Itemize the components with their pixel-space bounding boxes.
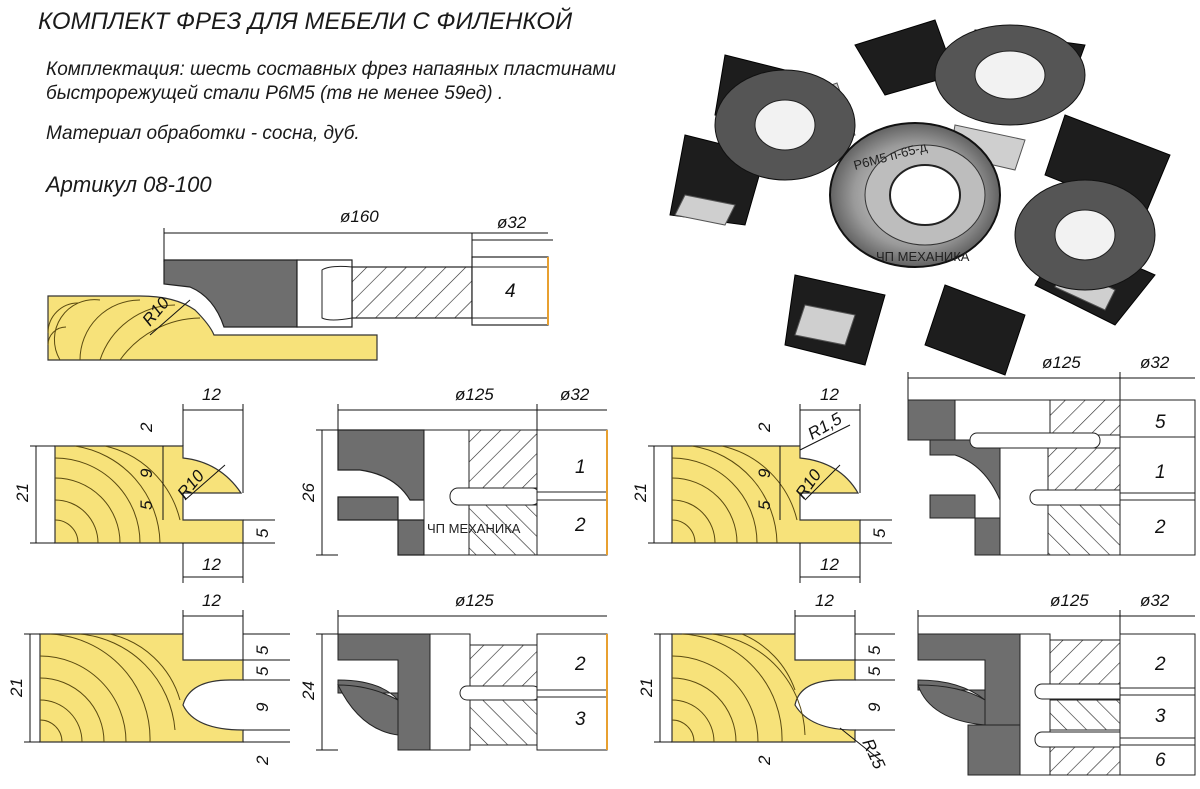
view-a-height: 21 <box>13 483 32 503</box>
view-e-height: 21 <box>7 678 26 698</box>
view-g-radius: R15 <box>858 736 889 773</box>
view-c-bottom-depth: 12 <box>820 555 839 574</box>
view-b-watermark: ЧП МЕХАНИКА <box>427 521 521 536</box>
view-g-h5a: 5 <box>865 645 884 655</box>
view-e-h5b: 5 <box>253 666 272 676</box>
view-f-height: 24 <box>299 681 318 701</box>
top-bore-label: ø32 <box>497 213 527 232</box>
view-e-bottom: 2 <box>253 755 272 766</box>
view-f-cutter-2: 2 <box>574 654 586 675</box>
profile-view-g: 21 12 5 5 9 2 R15 <box>637 591 895 772</box>
view-c-h5: 5 <box>755 500 774 510</box>
view-a-bottom: 5 <box>253 528 272 538</box>
profile-view-a: 21 12 2 9 5 R10 5 12 <box>13 385 275 583</box>
view-g-bottom: 2 <box>755 755 774 766</box>
view-d-cutter-5: 5 <box>1155 412 1166 433</box>
page-title: КОМПЛЕКТ ФРЕЗ ДЛЯ МЕБЕЛИ С ФИЛЕНКОЙ <box>38 8 573 35</box>
view-g-height: 21 <box>637 678 656 698</box>
view-d-diameter: ø125 <box>1042 353 1081 372</box>
view-b-height: 26 <box>299 483 318 503</box>
view-d-cutter-1: 1 <box>1155 462 1166 483</box>
view-d-cutter-2: 2 <box>1154 517 1166 538</box>
view-f-cutter-3: 3 <box>575 709 586 730</box>
material-text: Материал обработки - сосна, дуб. <box>46 123 360 144</box>
view-a-top-step: 2 <box>137 422 156 433</box>
view-c-depth: 12 <box>820 385 839 404</box>
view-c-top-step: 2 <box>755 422 774 433</box>
view-c-radius-1: R1,5 <box>805 409 846 444</box>
view-b-cutter-1: 1 <box>575 457 586 478</box>
cutter-set-photo: Р6М5 п-65-д ЧП МЕХАНИКА <box>669 19 1171 376</box>
view-b-bore: ø32 <box>560 385 590 404</box>
cutter-view-f: ø125 2 3 24 <box>299 591 608 751</box>
view-g-h9: 9 <box>865 702 884 712</box>
top-cutter-number: 4 <box>505 281 516 302</box>
view-e-depth: 12 <box>202 591 221 610</box>
view-a-h5: 5 <box>137 500 156 510</box>
view-g-h5b: 5 <box>865 666 884 676</box>
view-d-bore: ø32 <box>1140 353 1170 372</box>
top-profile-view: 4 R10 ø160 ø32 <box>47 207 553 361</box>
view-b-diameter: ø125 <box>455 385 494 404</box>
view-e-h9: 9 <box>253 702 272 712</box>
view-a-bottom-depth: 12 <box>202 555 221 574</box>
view-a-h9: 9 <box>137 468 156 478</box>
cutter-view-b: 1 2 ЧП МЕХАНИКА ø125 ø32 26 <box>299 385 608 556</box>
view-h-bore: ø32 <box>1140 591 1170 610</box>
view-f-diameter: ø125 <box>455 591 494 610</box>
cutter-view-h: ø125 ø32 2 3 6 <box>917 591 1196 776</box>
view-c-height: 21 <box>631 483 650 503</box>
description-line-1: Комплектация: шесть составных фрез напая… <box>46 59 616 80</box>
view-h-cutter-2: 2 <box>1154 654 1166 675</box>
cutter-view-d: ø125 ø32 5 1 2 <box>907 353 1196 556</box>
profile-view-c: 21 12 2 9 5 R1,5 R10 5 12 <box>631 385 892 583</box>
view-g-depth: 12 <box>815 591 834 610</box>
description-line-2: быстрорежущей стали Р6М5 (тв не менее 59… <box>46 83 504 104</box>
view-a-depth: 12 <box>202 385 221 404</box>
view-b-cutter-2: 2 <box>574 515 586 536</box>
photo-watermark: ЧП МЕХАНИКА <box>876 249 970 264</box>
view-h-cutter-6: 6 <box>1155 750 1166 771</box>
view-h-cutter-3: 3 <box>1155 706 1166 727</box>
view-c-h9: 9 <box>755 468 774 478</box>
view-c-bottom: 5 <box>870 528 889 538</box>
top-diameter-label: ø160 <box>340 207 379 226</box>
profile-view-e: 21 12 5 5 9 2 <box>7 591 290 766</box>
view-h-diameter: ø125 <box>1050 591 1089 610</box>
article-number: Артикул 08-100 <box>46 172 212 197</box>
view-e-h5a: 5 <box>253 645 272 655</box>
